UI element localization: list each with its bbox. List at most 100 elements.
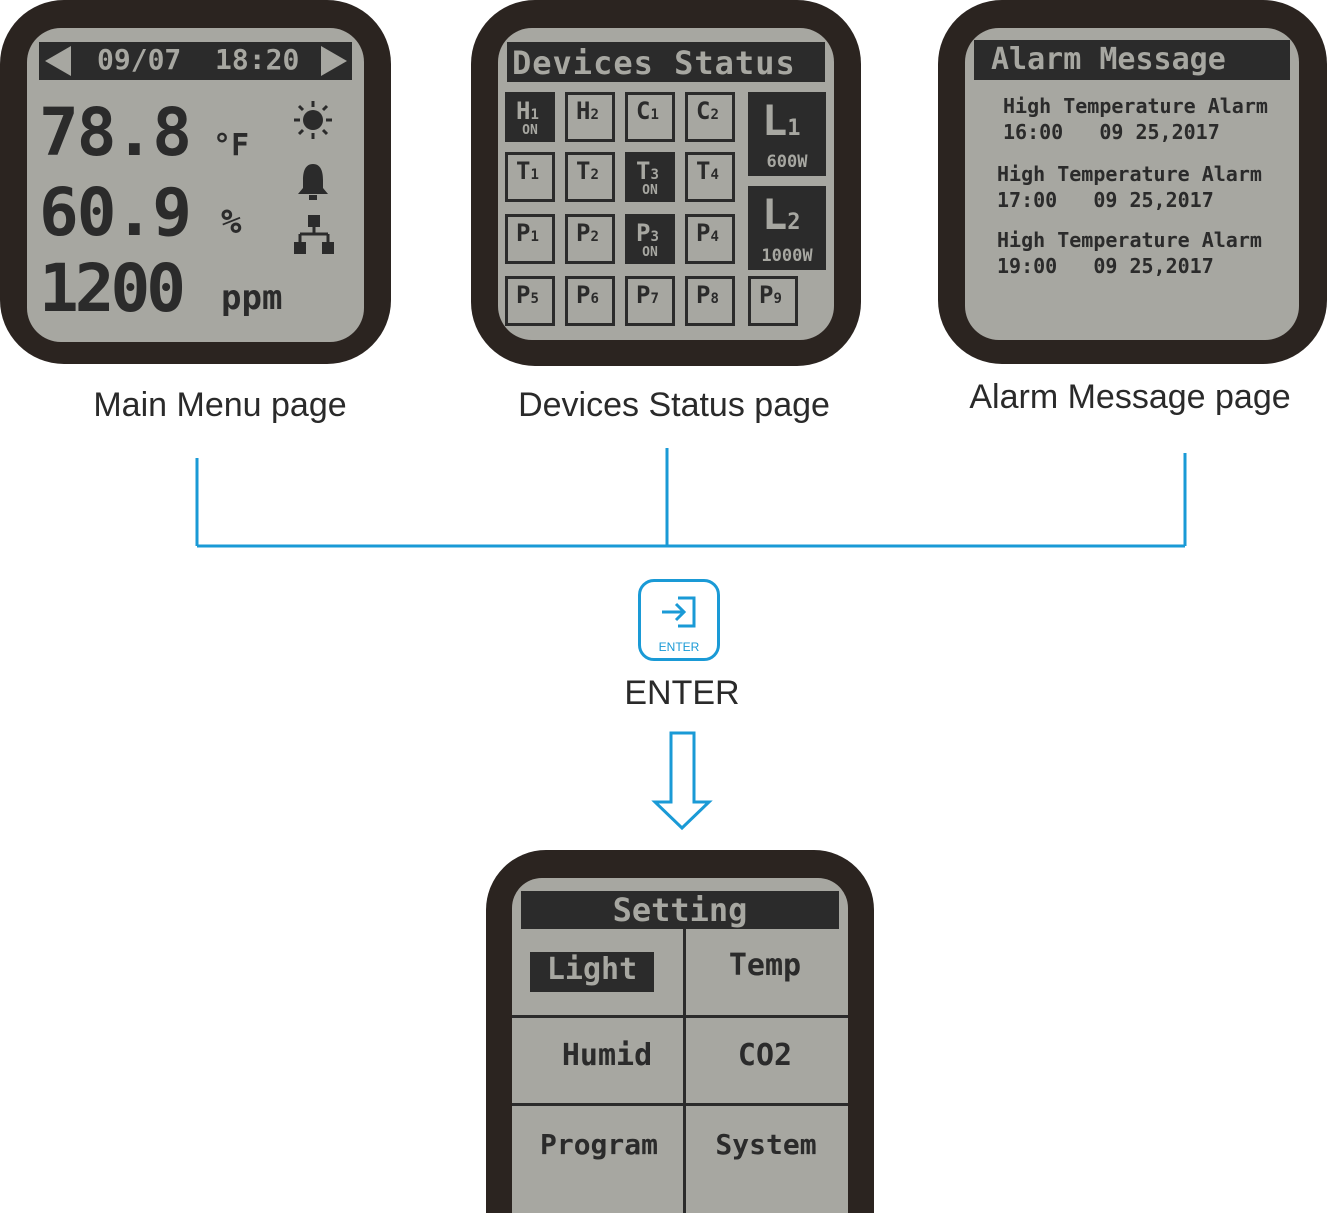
device-cell-letter: P [576,219,591,247]
menu-item-co2[interactable]: CO2 [737,1038,793,1073]
device-cell-index: 8 [710,291,719,307]
device-cell-c2: C2 [685,92,735,142]
device-cell-index: 1 [650,107,659,123]
menu-item-humid[interactable]: Humid [561,1038,653,1073]
main-menu-screen: 09/07 18:20 78.8 °F 60.9 % 1200 ppm [27,28,364,342]
menu-item-light[interactable]: Light [546,952,638,987]
device-cell-letter: P [696,219,711,247]
main-menu-device: 09/07 18:20 78.8 °F 60.9 % 1200 ppm [0,0,391,364]
device-cell-letter: P [636,281,651,309]
alarm-3-text: High Temperature Alarm [997,228,1262,252]
device-cell-letter: P [576,281,591,309]
device-cell-letter: P [516,281,531,309]
device-cell-letter: C [696,97,711,125]
light-cell-power: 600W [766,152,808,172]
setting-title: Setting [612,891,748,929]
alarm-2-text: High Temperature Alarm [997,162,1262,186]
device-cell-label: T4 [696,157,719,185]
device-cell-t1: T1 [505,152,555,202]
alarm-1-time-value: 16:00 [1003,120,1064,144]
device-cell-label: T2 [576,157,599,185]
device-cell-status: ON [642,183,658,198]
light-cell-letter: L [762,96,788,145]
device-cell-p8: P8 [685,276,735,326]
device-cell-letter: T [636,157,651,185]
device-cell-letter: P [636,219,651,247]
device-cell-label: P6 [576,281,599,309]
device-cell-letter: T [576,157,591,185]
enter-button[interactable]: ENTER [638,579,720,661]
time-value: 18:20 [215,43,300,76]
alarm-1-text: High Temperature Alarm [1003,94,1268,118]
alarm-message-device: Alarm Message High Temperature Alarm 16:… [938,0,1327,364]
light-cell-label: L2 [762,190,801,239]
device-cell-index: 9 [773,291,782,307]
device-cell-label: C2 [696,97,719,125]
device-cell-c1: C1 [625,92,675,142]
devices-status-caption: Devices Status page [518,386,830,424]
menu-item-program[interactable]: Program [539,1128,658,1161]
setting-title-bar [521,891,839,929]
device-cell-letter: T [516,157,531,185]
device-cell-label: P9 [759,281,782,309]
device-cell-letter: T [696,157,711,185]
setting-grid-divider-h2 [512,1103,848,1106]
device-cell-index: 7 [650,291,659,307]
co2-value: 1200 [39,250,186,327]
down-arrow-icon [651,731,713,831]
devices-status-title-bar [507,42,825,82]
enter-icon [662,596,696,628]
device-cell-index: 2 [590,167,599,183]
alarm-message-screen: Alarm Message High Temperature Alarm 16:… [965,28,1299,340]
menu-item-temp[interactable]: Temp [728,948,802,983]
device-cell-label: P7 [636,281,659,309]
device-cell-index: 1 [530,107,539,123]
device-cell-p5: P5 [505,276,555,326]
alarm-3-time: 19:00 09 25,2017 [997,254,1214,278]
alarm-2-date: 09 25,2017 [1093,188,1214,212]
alarm-1-time: 16:00 09 25,2017 [1003,120,1220,144]
humidity-unit: % [221,202,242,242]
alarm-3-time-value: 19:00 [997,254,1058,278]
device-cell-p9: P9 [748,276,798,326]
menu-item-system[interactable]: System [715,1128,817,1161]
device-cell-index: 2 [590,229,599,245]
alarm-2-time: 17:00 09 25,2017 [997,188,1214,212]
device-cell-letter: H [576,97,591,125]
light-cell-index: 2 [787,210,801,235]
enter-button-label: ENTER [658,640,700,654]
devices-status-title: Devices Status [512,44,796,82]
device-cell-h2: H2 [565,92,615,142]
device-cell-label: P1 [516,219,539,247]
light-cell-label: L1 [762,96,801,145]
device-cell-label: P4 [696,219,719,247]
right-arrow-icon[interactable] [317,44,351,78]
setting-grid-divider-v [683,929,686,1213]
device-cell-letter: P [759,281,774,309]
setting-device: Setting Light Temp Humid CO2 Program Sys… [486,850,874,1213]
enter-caption: ENTER [624,674,740,712]
humidity-value: 60.9 [39,174,192,251]
device-cell-index: 6 [590,291,599,307]
device-cell-t2: T2 [565,152,615,202]
device-cell-p7: P7 [625,276,675,326]
date-bar [39,42,352,80]
device-cell-label: C1 [636,97,659,125]
date-value: 09/07 [97,43,182,76]
left-arrow-icon[interactable] [41,44,75,78]
light-cell-letter: L [762,190,788,239]
menu-item-light-highlight [530,952,654,992]
device-cell-label: P5 [516,281,539,309]
device-cell-p2: P2 [565,214,615,264]
device-cell-index: 5 [530,291,539,307]
co2-unit: ppm [221,278,283,318]
device-cell-label: P8 [696,281,719,309]
device-cell-index: 3 [650,167,659,183]
alarm-message-title-bar [974,40,1290,80]
setting-screen: Setting Light Temp Humid CO2 Program Sys… [512,878,848,1213]
